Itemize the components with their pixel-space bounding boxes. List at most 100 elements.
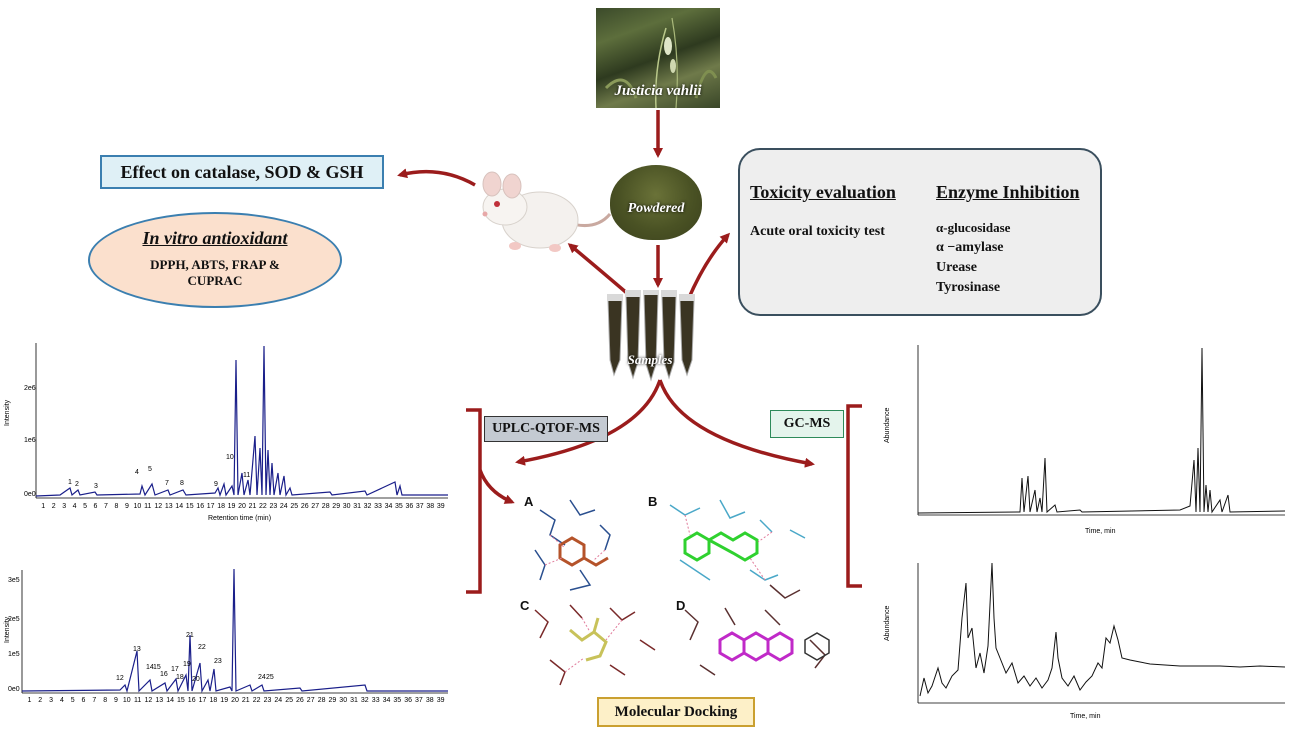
x-tick-label: 34	[385, 503, 393, 510]
x-tick-label: 9	[125, 503, 129, 510]
x-tick-label: 33	[372, 697, 380, 704]
peak-label: 7	[165, 480, 169, 487]
peak-label: 3	[94, 483, 98, 490]
arrow-samples-to-toxicity	[686, 232, 731, 301]
bracket-right	[846, 404, 862, 588]
x-tick-label: 6	[82, 697, 86, 704]
x-tick-label: 37	[416, 503, 424, 510]
ligand-a	[558, 536, 609, 567]
x-tick-label: 19	[228, 503, 236, 510]
antioxidant-line2: CUPRAC	[187, 273, 243, 288]
gcms-label: GC-MS	[770, 410, 844, 438]
peak-label: 14	[146, 664, 154, 671]
antioxidant-line1: DPPH, ABTS, FRAP &	[150, 257, 280, 272]
x-tick-label: 29	[329, 697, 337, 704]
x-tick-label: 23	[270, 503, 278, 510]
ligand-d	[718, 631, 794, 662]
x-tick-label: 22	[259, 503, 267, 510]
enzyme-item: α −amylase	[936, 240, 1004, 255]
arrow-mouse-to-effect	[397, 168, 476, 187]
chrom-top-ylabel: Intensity	[4, 399, 11, 426]
peak-label: 17	[171, 666, 179, 673]
chrom-bottom-ytick: 2e5	[8, 616, 20, 623]
tubes-icon	[607, 290, 695, 382]
peak-label: 19	[183, 661, 191, 668]
x-tick-label: 10	[134, 503, 142, 510]
x-tick-label: 21	[242, 697, 250, 704]
arrow-bracket-to-docking	[478, 469, 515, 504]
gc-bottom-xlabel: Time, min	[1070, 713, 1101, 720]
ligand-c	[569, 617, 608, 662]
x-tick-label: 33	[374, 503, 382, 510]
x-tick-label: 1	[27, 697, 31, 704]
x-tick-label: 28	[318, 697, 326, 704]
plant-stems-icon	[604, 17, 718, 108]
x-tick-label: 18	[210, 697, 218, 704]
x-tick-label: 30	[339, 697, 347, 704]
x-tick-label: 25	[290, 503, 298, 510]
plant-photo: Justicia vahlii	[596, 8, 720, 108]
x-tick-label: 13	[155, 697, 163, 704]
structure-c	[534, 604, 656, 686]
plant-label: Justicia vahlii	[614, 83, 702, 99]
enzyme-item: α-glucosidase	[936, 220, 1011, 235]
chrom-bottom-ylabel: Intensity	[4, 616, 11, 643]
x-tick-label: 3	[49, 697, 53, 704]
enzyme-item: Tyrosinase	[936, 280, 1001, 295]
peak-label: 11	[243, 472, 250, 479]
x-tick-label: 4	[73, 503, 77, 510]
x-tick-label: 15	[186, 503, 194, 510]
x-tick-label: 5	[71, 697, 75, 704]
x-tick-label: 2	[52, 503, 56, 510]
chrom-top-peak-labels: 1 2 3 4 5 7 8 9 10 11	[68, 454, 250, 490]
arrow-samples-to-uplc	[515, 379, 662, 466]
x-tick-label: 23	[264, 697, 272, 704]
effect-box: Effect on catalase, SOD & GSH	[100, 155, 384, 189]
peak-label: 18	[176, 674, 184, 681]
x-tick-label: 32	[361, 697, 369, 704]
x-tick-label: 15	[177, 697, 185, 704]
x-tick-label: 11	[144, 503, 151, 510]
x-tick-label: 10	[123, 697, 131, 704]
sample-tubes: Samples	[600, 290, 700, 385]
x-tick-label: 29	[332, 503, 340, 510]
structure-b	[669, 499, 806, 581]
x-tick-label: 19	[220, 697, 228, 704]
uplc-label: UPLC-QTOF-MS	[484, 416, 608, 442]
x-tick-label: 28	[322, 503, 330, 510]
chrom-bottom-trace	[21, 568, 448, 694]
peak-label: 13	[133, 646, 141, 653]
chrom-bottom-ytick: 1e5	[8, 651, 20, 658]
x-tick-label: 7	[104, 503, 108, 510]
x-tick-label: 38	[426, 697, 434, 704]
chrom-bottom-ytick: 0e0	[8, 686, 20, 693]
gc-bottom-ylabel: Abundance	[884, 605, 891, 641]
peak-label: 2	[75, 481, 79, 488]
peak-label: 15	[153, 664, 161, 671]
x-tick-label: 20	[238, 503, 246, 510]
peak-label: 10	[226, 454, 234, 461]
x-tick-label: 16	[188, 697, 196, 704]
chrom-top-ytick: 1e6	[24, 437, 36, 444]
peak-label: 22	[198, 644, 206, 651]
x-tick-label: 7	[92, 697, 96, 704]
peak-label: 20	[192, 676, 200, 683]
hbonds-a	[544, 534, 606, 566]
peak-label: 12	[116, 675, 124, 682]
x-tick-label: 14	[166, 697, 174, 704]
x-tick-label: 12	[154, 503, 162, 510]
panel-letter-d: D	[676, 598, 686, 613]
antioxidant-title: In vitro antioxidant	[142, 228, 288, 248]
chrom-top-ytick: 2e6	[24, 385, 36, 392]
gc-top-trace	[917, 347, 1286, 514]
chrom-bottom-peak-labels: 12 13 14 15 16 17 18 19 20 21 22 23 24 2…	[116, 632, 274, 683]
x-tick-label: 17	[199, 697, 207, 704]
x-tick-label: 35	[395, 503, 403, 510]
chrom-bottom-ytick: 3e5	[8, 577, 20, 584]
peak-label: 21	[186, 632, 194, 639]
toxicity-heading: Toxicity evaluation	[750, 182, 896, 202]
powder-label: Powdered	[627, 201, 685, 216]
